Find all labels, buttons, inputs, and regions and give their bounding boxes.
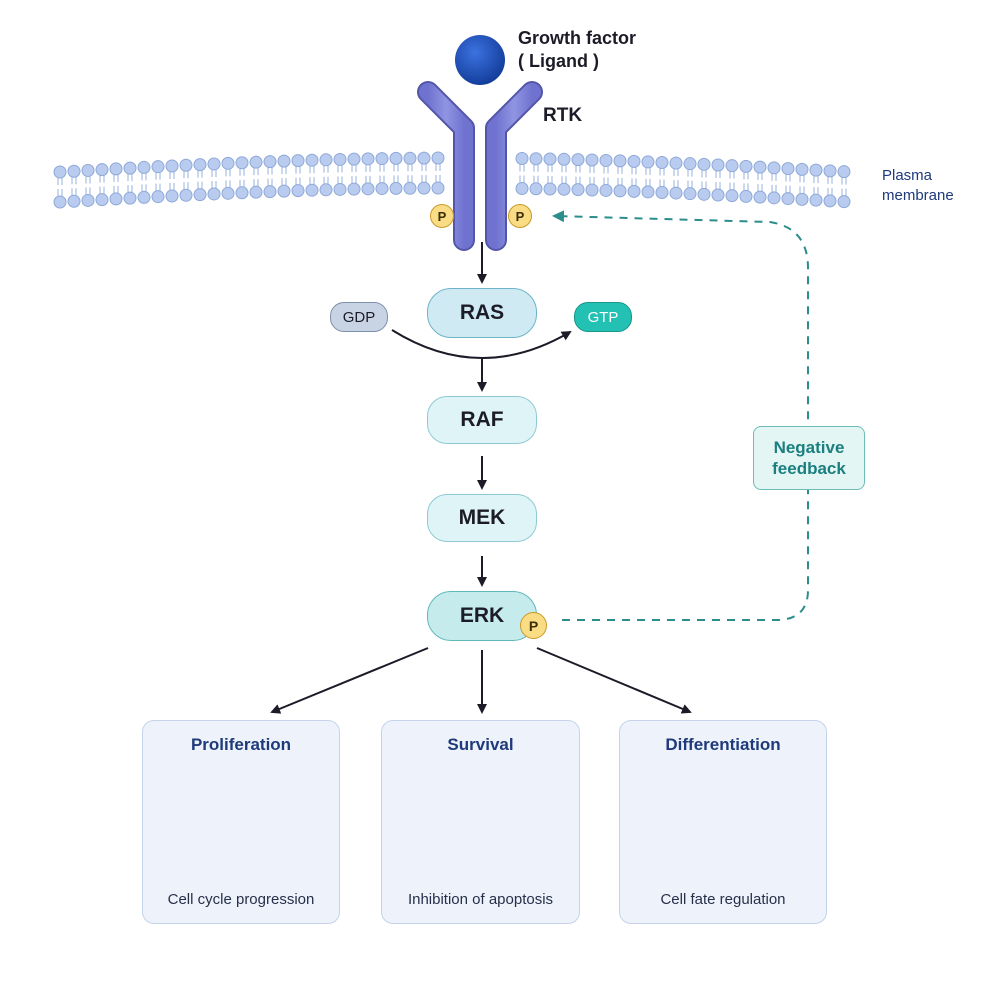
rtk-receptor xyxy=(417,81,543,251)
erk-phosphate: P xyxy=(520,612,547,639)
ras-node: RAS xyxy=(427,288,537,338)
growth-factor-ligand xyxy=(455,35,505,85)
outcome-caption: Cell fate regulation xyxy=(660,891,786,908)
negative-feedback-label: Negative feedback xyxy=(753,426,865,490)
raf-node: RAF xyxy=(427,396,537,444)
rtk-phosphate-right: P xyxy=(508,204,532,228)
outcome-title: Proliferation xyxy=(190,735,292,754)
arrow-erk-to-proliferation xyxy=(270,647,429,714)
gtp-badge: GTP xyxy=(574,302,632,332)
gdp-gtp-exchange-arrow xyxy=(391,329,572,359)
arrow-erk-to-differentiation xyxy=(536,647,692,714)
outcome-card-survival: Survival Inhibition of apoptosis xyxy=(381,720,580,924)
outcome-card-proliferation: Proliferation Cell cycle progression xyxy=(142,720,340,924)
outcome-title: Survival xyxy=(447,735,514,754)
plasma-membrane-label: Plasma membrane xyxy=(882,167,954,205)
mek-node: MEK xyxy=(427,494,537,542)
gdp-badge: GDP xyxy=(330,302,388,332)
negative-feedback-arrow xyxy=(552,210,809,621)
outcome-caption: Cell cycle progression xyxy=(167,891,315,908)
outcome-caption: Inhibition of apoptosis xyxy=(407,891,554,908)
rtk-phosphate-left: P xyxy=(430,204,454,228)
outcome-title: Differentiation xyxy=(665,735,781,754)
plasma-membrane xyxy=(53,151,851,209)
outcome-card-differentiation: Differentiation Cell fate regulation xyxy=(619,720,827,924)
rtk-label: RTK xyxy=(543,105,583,126)
erk-node: ERK xyxy=(427,591,537,641)
ligand-label: Growth factor ( Ligand ) xyxy=(518,28,637,71)
